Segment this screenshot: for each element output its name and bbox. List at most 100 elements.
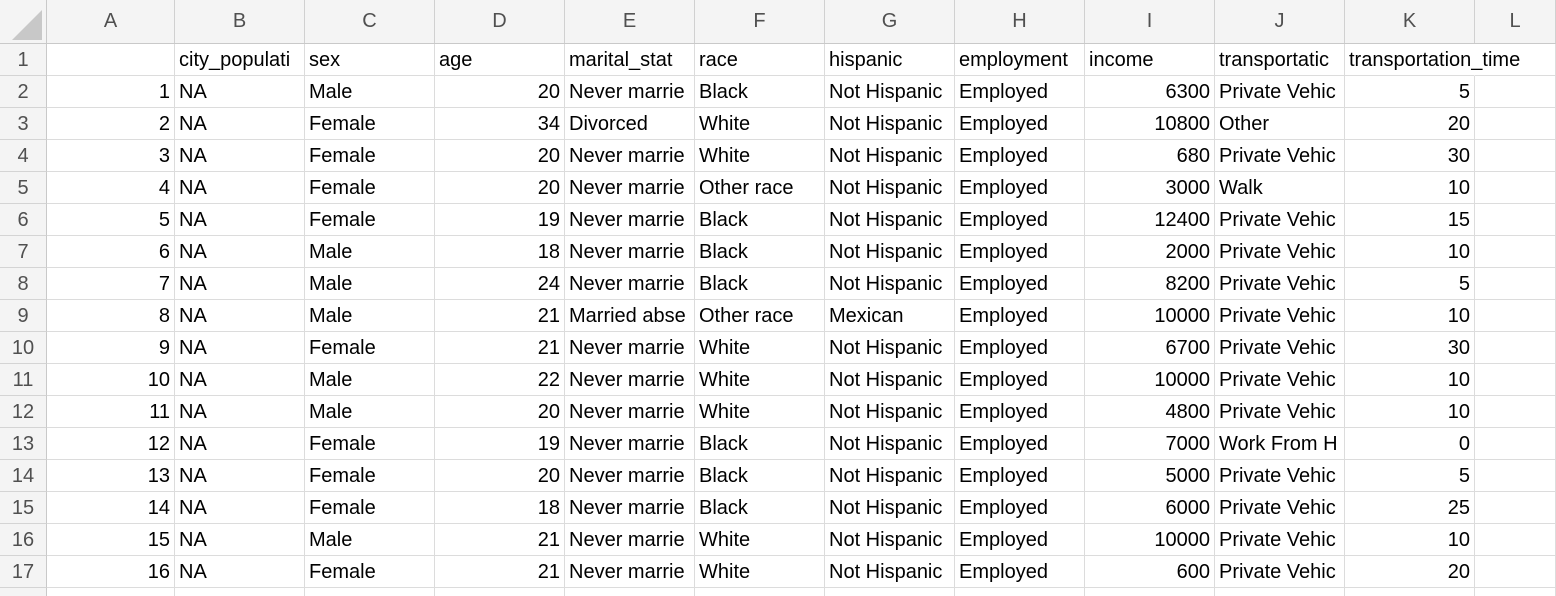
cell-e13[interactable]: Never marrie [565,428,695,460]
cell-f17[interactable]: White [695,556,825,588]
cell-i14[interactable]: 5000 [1085,460,1215,492]
cell-b15[interactable]: NA [175,492,305,524]
cell-f4[interactable]: White [695,140,825,172]
cell-a6[interactable]: 5 [47,204,175,236]
cell-d6[interactable]: 19 [435,204,565,236]
cell-f3[interactable]: White [695,108,825,140]
row-header[interactable]: 7 [0,236,47,268]
row-header[interactable]: 14 [0,460,47,492]
cell-a5[interactable]: 4 [47,172,175,204]
row-header[interactable]: 12 [0,396,47,428]
cell-f13[interactable]: Black [695,428,825,460]
cell-c16[interactable]: Male [305,524,435,556]
cell-f18[interactable] [695,588,825,596]
cell-l8[interactable] [1475,268,1556,300]
cell-j6[interactable]: Private Vehic [1215,204,1345,236]
cell-k9[interactable]: 10 [1345,300,1475,332]
cell-k14[interactable]: 5 [1345,460,1475,492]
cell-f14[interactable]: Black [695,460,825,492]
cell-e12[interactable]: Never marrie [565,396,695,428]
cell-d4[interactable]: 20 [435,140,565,172]
cell-k6[interactable]: 15 [1345,204,1475,236]
cell-g1[interactable]: hispanic [825,44,955,76]
column-header-c[interactable]: C [305,0,435,43]
cell-c14[interactable]: Female [305,460,435,492]
cell-h15[interactable]: Employed [955,492,1085,524]
cell-h4[interactable]: Employed [955,140,1085,172]
cell-b4[interactable]: NA [175,140,305,172]
cell-c12[interactable]: Male [305,396,435,428]
cell-a12[interactable]: 11 [47,396,175,428]
cell-d5[interactable]: 20 [435,172,565,204]
cell-l16[interactable] [1475,524,1556,556]
cell-c8[interactable]: Male [305,268,435,300]
cell-j14[interactable]: Private Vehic [1215,460,1345,492]
cell-g6[interactable]: Not Hispanic [825,204,955,236]
cell-g14[interactable]: Not Hispanic [825,460,955,492]
cell-a10[interactable]: 9 [47,332,175,364]
cell-k11[interactable]: 10 [1345,364,1475,396]
cell-k7[interactable]: 10 [1345,236,1475,268]
cell-f11[interactable]: White [695,364,825,396]
cell-e17[interactable]: Never marrie [565,556,695,588]
cell-h6[interactable]: Employed [955,204,1085,236]
cell-a17[interactable]: 16 [47,556,175,588]
cell-g7[interactable]: Not Hispanic [825,236,955,268]
cell-c11[interactable]: Male [305,364,435,396]
row-header[interactable]: 9 [0,300,47,332]
cell-l5[interactable] [1475,172,1556,204]
cell-j16[interactable]: Private Vehic [1215,524,1345,556]
cell-d16[interactable]: 21 [435,524,565,556]
cell-g10[interactable]: Not Hispanic [825,332,955,364]
cell-k12[interactable]: 10 [1345,396,1475,428]
cell-j3[interactable]: Other [1215,108,1345,140]
cell-h14[interactable]: Employed [955,460,1085,492]
cell-j13[interactable]: Work From H [1215,428,1345,460]
row-header[interactable]: 18 [0,588,47,596]
cell-e3[interactable]: Divorced [565,108,695,140]
row-header[interactable]: 17 [0,556,47,588]
cell-k13[interactable]: 0 [1345,428,1475,460]
cell-h16[interactable]: Employed [955,524,1085,556]
cell-i11[interactable]: 10000 [1085,364,1215,396]
cell-d13[interactable]: 19 [435,428,565,460]
cell-k18[interactable] [1345,588,1475,596]
cell-d9[interactable]: 21 [435,300,565,332]
cell-a15[interactable]: 14 [47,492,175,524]
cell-b16[interactable]: NA [175,524,305,556]
cell-b6[interactable]: NA [175,204,305,236]
cell-g9[interactable]: Mexican [825,300,955,332]
cell-c13[interactable]: Female [305,428,435,460]
cell-i2[interactable]: 6300 [1085,76,1215,108]
cell-l9[interactable] [1475,300,1556,332]
cell-e8[interactable]: Never marrie [565,268,695,300]
cell-i8[interactable]: 8200 [1085,268,1215,300]
cell-d17[interactable]: 21 [435,556,565,588]
cell-i1[interactable]: income [1085,44,1215,76]
cell-b11[interactable]: NA [175,364,305,396]
cell-g5[interactable]: Not Hispanic [825,172,955,204]
cell-g13[interactable]: Not Hispanic [825,428,955,460]
cell-i17[interactable]: 600 [1085,556,1215,588]
column-header-g[interactable]: G [825,0,955,43]
cell-l12[interactable] [1475,396,1556,428]
cell-l14[interactable] [1475,460,1556,492]
cell-j10[interactable]: Private Vehic [1215,332,1345,364]
cell-g18[interactable] [825,588,955,596]
cell-c4[interactable]: Female [305,140,435,172]
cell-f12[interactable]: White [695,396,825,428]
cell-h17[interactable]: Employed [955,556,1085,588]
cell-f7[interactable]: Black [695,236,825,268]
cell-e10[interactable]: Never marrie [565,332,695,364]
cell-d1[interactable]: age [435,44,565,76]
cell-l4[interactable] [1475,140,1556,172]
cell-d18[interactable] [435,588,565,596]
cell-j7[interactable]: Private Vehic [1215,236,1345,268]
cell-a4[interactable]: 3 [47,140,175,172]
row-header[interactable]: 4 [0,140,47,172]
cell-b9[interactable]: NA [175,300,305,332]
column-header-j[interactable]: J [1215,0,1345,43]
cell-c7[interactable]: Male [305,236,435,268]
cell-e9[interactable]: Married abse [565,300,695,332]
cell-h18[interactable] [955,588,1085,596]
